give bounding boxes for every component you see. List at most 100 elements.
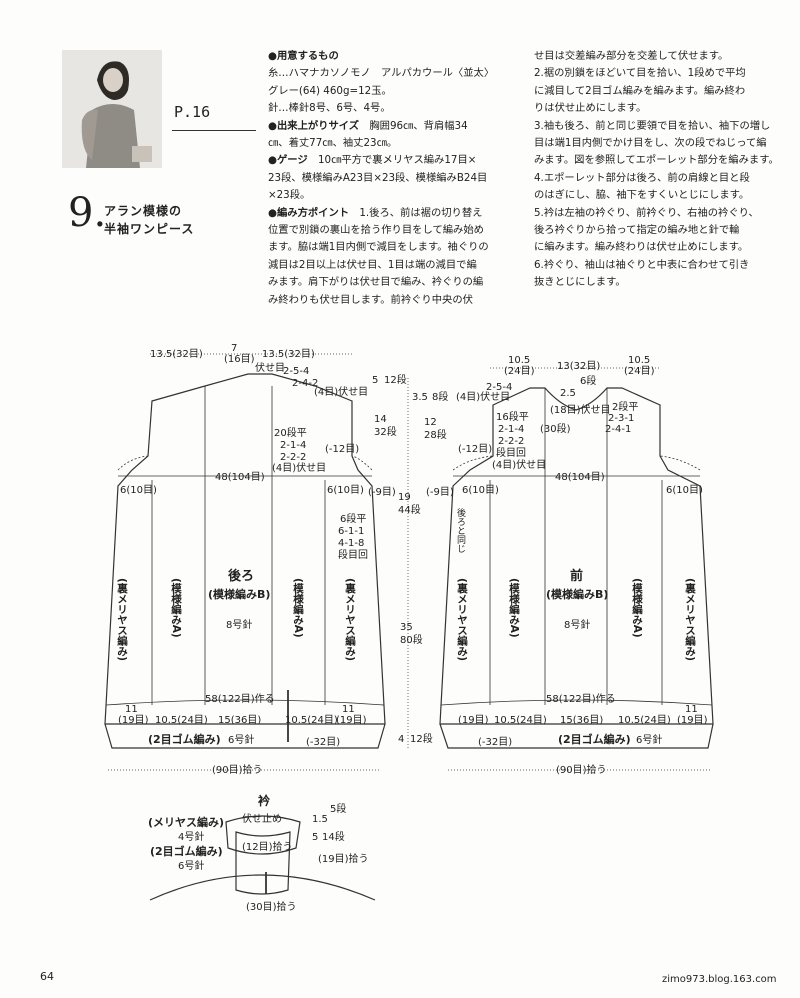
- dim-d4-rows: 80段: [400, 633, 423, 646]
- dim-f2-cm: 12: [424, 417, 437, 428]
- back-side-l1: 6段平: [340, 512, 366, 525]
- front-bottom-left: (19目): [458, 715, 489, 726]
- back-armhole-dec: (-12目): [325, 444, 359, 455]
- page-number: 64: [40, 970, 54, 983]
- credit-text: zimo973.blog.163.com: [662, 974, 777, 985]
- divider: [172, 130, 256, 131]
- collar-stockinette-needle: 4号針: [178, 830, 204, 843]
- collar-pick-front: (12目)拾う: [242, 840, 293, 853]
- front-armhole-l4: 段目回: [496, 446, 526, 459]
- front-neck-dec1: 2-3-1: [608, 413, 634, 424]
- dim-d2-rows: 32段: [374, 425, 397, 438]
- back-side-right: 6(10目): [327, 485, 364, 496]
- collar-bind-off: 伏せ止め: [242, 812, 282, 825]
- front-armhole-l2: 2-1-4: [498, 424, 524, 435]
- page-reference: P.16: [174, 103, 211, 121]
- front-pickup: (90目)拾う: [556, 763, 607, 776]
- collar-title: 衿: [258, 793, 270, 808]
- instructions-column-2: せ目は交差編み部分を交差して伏せます。 2.裾の別鎖をほどいて目を拾い、1段めで…: [534, 48, 784, 292]
- front-ribbing-outline: [439, 723, 714, 749]
- back-cable-left: (模様編みA): [170, 578, 182, 638]
- back-side-left: 6(10目): [120, 485, 157, 496]
- back-needle: 8号針: [226, 618, 252, 631]
- front-bottom-right: 11: [685, 704, 698, 715]
- collar-pick-back: (30目)拾う: [246, 900, 297, 913]
- back-top-center-sts: (16目): [224, 354, 255, 365]
- front-armhole-l1: 16段平: [496, 410, 529, 423]
- back-side-l3: 4-1-8: [338, 538, 364, 549]
- collar-ribbing: (2目ゴム編み): [150, 844, 223, 858]
- dim-d3-rows: 44段: [398, 503, 421, 516]
- front-body-outline: [439, 387, 714, 725]
- front-armhole-dec: (-12目): [458, 444, 492, 455]
- front-top-right-cm: 10.5: [628, 355, 650, 366]
- dim-d2-cm: 14: [374, 414, 387, 425]
- back-shoulder-dec2: 2-4-2: [292, 378, 318, 389]
- size-heading: ●出来上がりサイズ: [268, 119, 360, 132]
- front-width: 48(104目): [555, 472, 605, 483]
- title-line-2: 半袖ワンピース: [104, 222, 195, 236]
- front-pattern: (模様編みB): [546, 587, 608, 601]
- collar-ribbing-needle: 6号針: [178, 859, 204, 872]
- back-ribbing-needle: 6号針: [228, 733, 254, 746]
- back-name: 後ろ: [228, 568, 254, 584]
- collar-h2-cm: 5: [312, 832, 318, 843]
- front-stockinette-left: (裏メリヤス編み): [456, 578, 468, 661]
- dim-f2-rows: 28段: [424, 428, 447, 441]
- back-top-center-cm: 7: [231, 343, 237, 354]
- back-shoulder-bind: (4目)伏せ目: [314, 385, 368, 398]
- front-side-right: 6(10目): [666, 485, 703, 496]
- dim-d1-cm: 5: [372, 375, 378, 386]
- front-needle: 8号針: [564, 618, 590, 631]
- back-armhole-l3: 2-2-2: [280, 452, 306, 463]
- front-armhole-l3: 2-2-2: [498, 436, 524, 447]
- back-shoulder-dec1: 2-5-4: [283, 366, 309, 377]
- front-neck-bind: (18目)伏せ目: [550, 403, 611, 416]
- dim-f1-cm: 3.5: [412, 392, 428, 403]
- back-stockinette-right: (裏メリヤス編み): [344, 578, 356, 661]
- front-top-left-cm: 10.5: [508, 355, 530, 366]
- front-same-as-back: 後ろと同じ: [455, 507, 466, 553]
- pattern-number: 9.: [68, 190, 107, 236]
- front-ribbing-dec: (-32目): [478, 737, 512, 748]
- dim-d1-rows: 12段: [384, 373, 407, 386]
- back-top-right: 13.5(32目): [262, 349, 315, 360]
- front-shoulder-dec1: 2-5-4: [486, 382, 512, 393]
- front-cable-right: (模様編みA): [631, 578, 643, 638]
- size-text: 胸囲96㎝、背肩幅34 ㎝、着丈77㎝、袖丈23㎝。: [268, 119, 468, 150]
- back-bottom-mid2: 15(36目): [218, 715, 261, 726]
- back-armhole-bind: (4目)伏せ目: [272, 461, 326, 474]
- front-ribbing: (2目ゴム編み): [558, 732, 631, 746]
- front-neck-depth-rows: 6段: [580, 374, 596, 387]
- front-side-dec-left: (-9目): [426, 487, 454, 498]
- shoulder-curve: [149, 874, 376, 901]
- front-top-right-sts: (24目): [624, 366, 655, 377]
- gauge-heading: ●ゲージ: [268, 154, 308, 167]
- back-ribbing-dec: (-32目): [306, 737, 340, 748]
- points-text-1: 1.後ろ、前は裾の切り替え 位置で別鎖の裏山を拾う作り目をして編み始め ます。脇…: [268, 206, 489, 306]
- dim-d5-cm: 4: [398, 734, 404, 745]
- front-bottom-right-sts: (19目): [677, 715, 708, 726]
- collar-h2-rows: 14段: [322, 830, 345, 843]
- dim-d4-cm: 35: [400, 622, 413, 633]
- back-stockinette-left: (裏メリヤス編み): [116, 578, 128, 661]
- front-top-left-sts: (24目): [504, 366, 535, 377]
- collar-stockinette: (メリヤス編み): [148, 815, 224, 829]
- front-top-center: 13(32目): [557, 361, 600, 372]
- front-bottom-mid1: 10.5(24目): [494, 715, 547, 726]
- front-neck-rows: (30段): [540, 422, 571, 435]
- pattern-title: アラン模様の 半袖ワンピース: [104, 202, 194, 238]
- front-bottom-mid3: 10.5(24目): [618, 715, 671, 726]
- back-armhole-l2: 2-1-4: [280, 440, 306, 451]
- back-bind-off: 伏せ目: [255, 361, 285, 374]
- materials-heading: ●用意するもの: [268, 50, 339, 62]
- back-bottom-width: 58(122目)作る: [205, 693, 275, 705]
- points-text-2: せ目は交差編み部分を交差して伏せます。 2.裾の別鎖をほどいて目を拾い、1段めで…: [534, 50, 779, 289]
- front-bottom-width: 58(122目)作る: [546, 693, 616, 705]
- back-bottom-mid1: 10.5(24目): [155, 715, 208, 726]
- back-pattern: (模様編みB): [208, 587, 270, 601]
- dim-f1-rows: 8段: [432, 390, 448, 403]
- model-photo: [62, 50, 162, 168]
- back-body-outline: [104, 373, 386, 725]
